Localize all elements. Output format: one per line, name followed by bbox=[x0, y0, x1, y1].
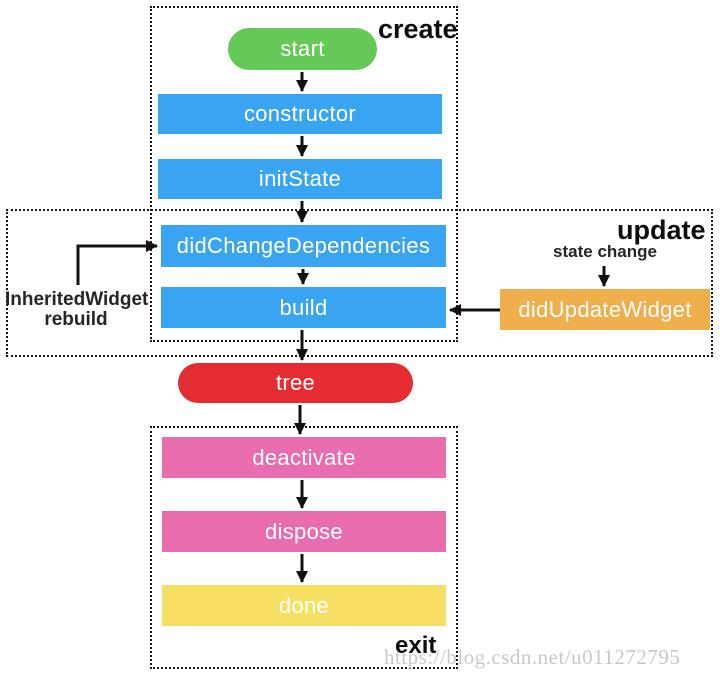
node-didchangedependencies: didChangeDependencies bbox=[161, 225, 446, 267]
node-dispose-label: dispose bbox=[265, 518, 343, 544]
node-constructor-label: constructor bbox=[243, 101, 357, 126]
node-deactivate-label: deactivate bbox=[252, 444, 356, 470]
inheritedwidget-rebuild-line2: rebuild bbox=[44, 309, 108, 330]
node-initstate-label: initState bbox=[258, 166, 342, 191]
node-didupdatewidget: didUpdateWidget bbox=[500, 289, 710, 330]
state-change-label: state change bbox=[553, 242, 657, 261]
create-group-box bbox=[150, 6, 458, 342]
node-tree-label: tree bbox=[275, 370, 316, 395]
node-start: start bbox=[228, 28, 377, 70]
node-deactivate: deactivate bbox=[162, 437, 446, 478]
inheritedwidget-rebuild-label: InheritedWidget rebuild bbox=[5, 289, 149, 330]
watermark-url: https://blog.csdn.net/u011272795 bbox=[384, 645, 681, 669]
node-didupdatewidget-label: didUpdateWidget bbox=[518, 296, 692, 322]
inheritedwidget-rebuild-line1: InheritedWidget bbox=[5, 289, 149, 310]
node-initstate: initState bbox=[158, 159, 442, 199]
node-done-label: done bbox=[278, 592, 330, 618]
exit-group-label: exit bbox=[395, 632, 437, 659]
node-tree: tree bbox=[178, 363, 413, 403]
node-build: build bbox=[161, 287, 446, 328]
node-build-label: build bbox=[279, 294, 328, 320]
node-didchangedependencies-label: didChangeDependencies bbox=[176, 233, 431, 258]
node-start-label: start bbox=[280, 36, 325, 61]
node-constructor: constructor bbox=[158, 94, 442, 134]
update-group-box bbox=[6, 209, 713, 357]
update-group-label: update bbox=[617, 215, 706, 245]
node-done: done bbox=[162, 585, 446, 626]
node-dispose: dispose bbox=[162, 511, 446, 552]
create-group-label: create bbox=[378, 14, 458, 44]
